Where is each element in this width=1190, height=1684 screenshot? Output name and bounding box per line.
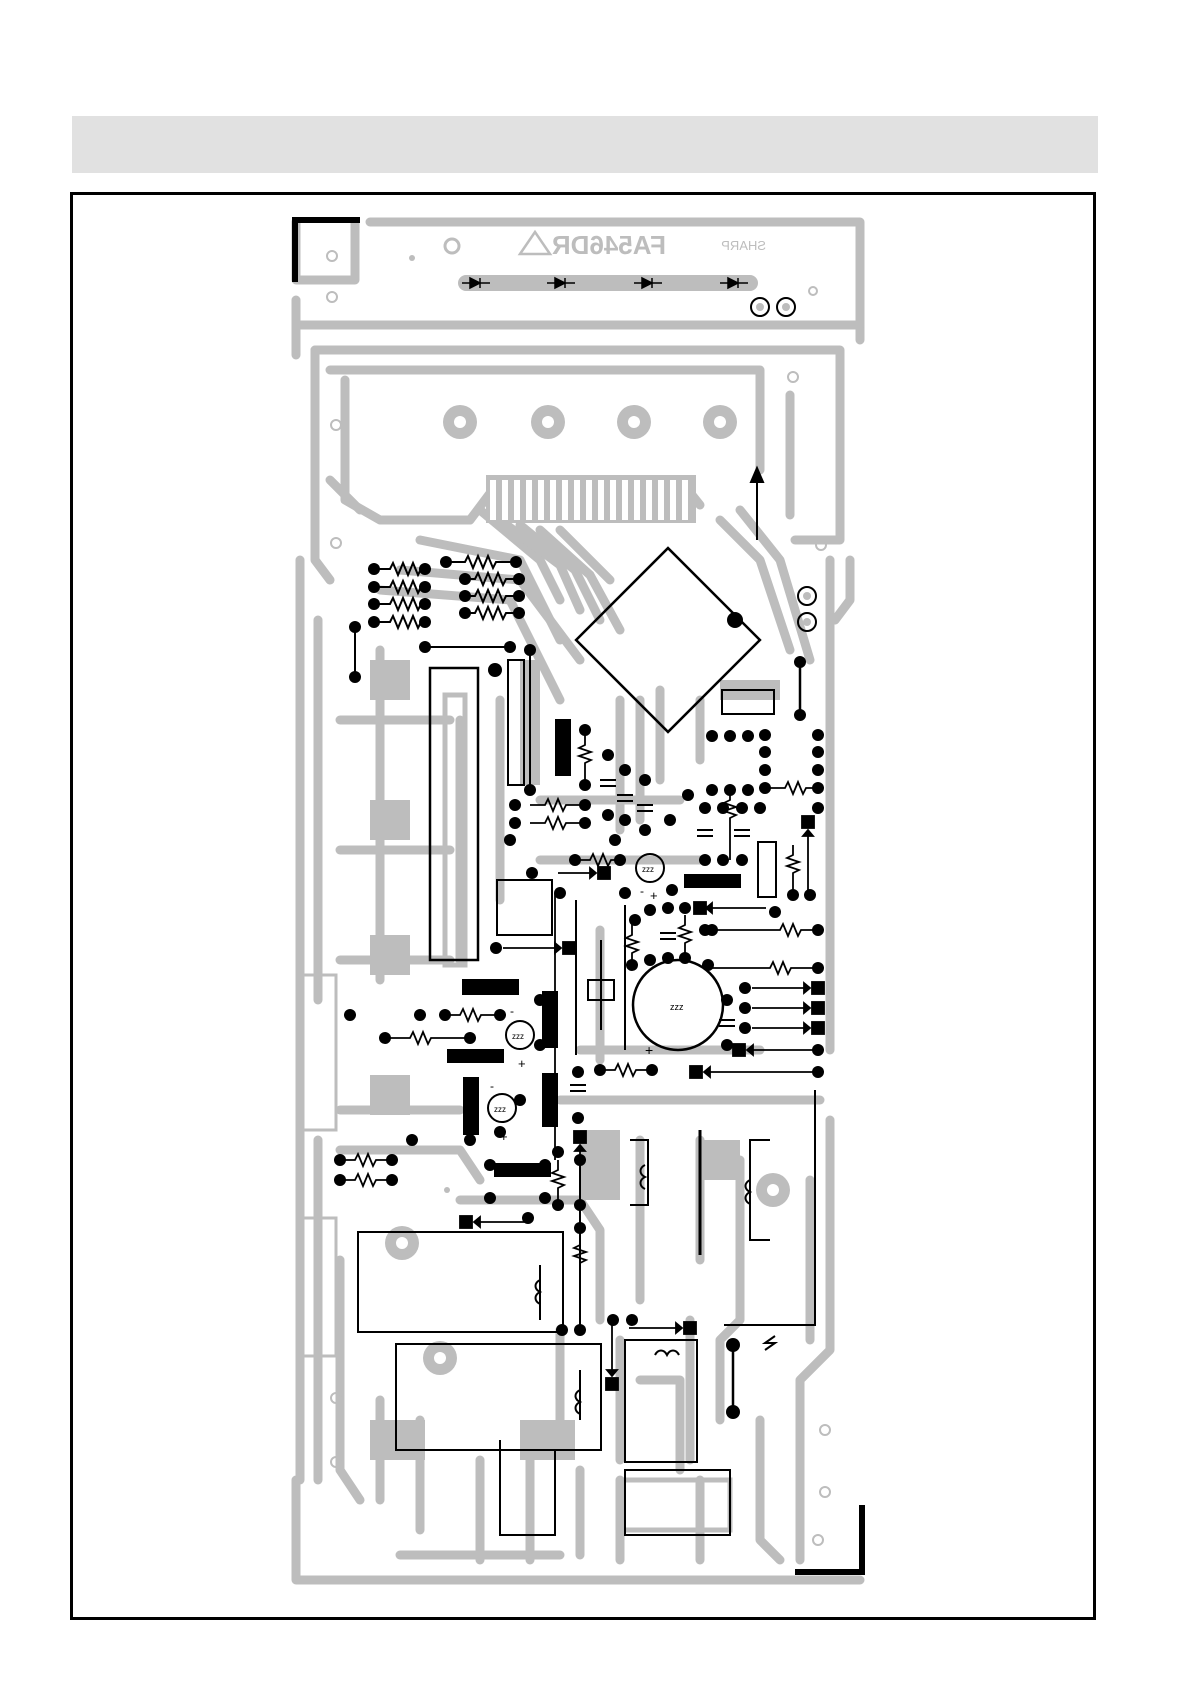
cap-plus-large: + [645, 1042, 653, 1058]
cap-plus-2: + [518, 1056, 526, 1071]
brand-label: SHARP [721, 238, 766, 253]
cap-minus-3: - [490, 1079, 494, 1093]
cap-marking-1: zzz [642, 865, 654, 874]
cap-minus-2: - [510, 1004, 514, 1018]
model-label: FA546DR [552, 230, 666, 260]
board-labels: FA546DR SHARP [520, 230, 766, 260]
cap-marking-large: zzz [670, 1002, 684, 1012]
cap-minus-1: - [640, 884, 644, 898]
copper-layer [296, 222, 860, 1580]
mounting-holes [327, 239, 830, 1545]
component-layer: zzz + zzz + zzz + zzz + [355, 468, 815, 1535]
cap-marking-2: zzz [512, 1032, 524, 1041]
copper-pads [302, 275, 780, 1530]
cap-plus-1: + [650, 888, 658, 903]
cap-marking-3: zzz [494, 1105, 506, 1114]
